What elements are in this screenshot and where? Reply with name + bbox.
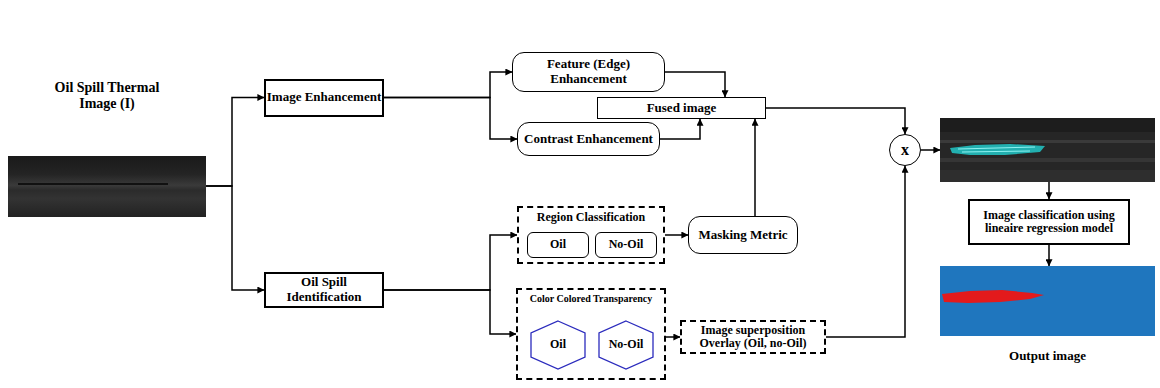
- hexagon-shape: [599, 321, 653, 369]
- flow-connector: [766, 108, 905, 134]
- node-text: Feature (Edge) Enhancement: [513, 57, 664, 86]
- class-hexagon: Oil: [530, 320, 586, 370]
- flow-connector: [1048, 245, 1050, 266]
- result-box: Fused image: [597, 97, 766, 119]
- class-hexagon: No-Oil: [598, 320, 654, 370]
- node-text: Image classification using lineaire regr…: [979, 209, 1119, 236]
- process-box: Image Enhancement: [264, 79, 384, 117]
- node-text: Image superposition Overlay (Oil, no-Oil…: [682, 324, 824, 351]
- node-text: No-Oil: [609, 338, 644, 351]
- flow-connector: [206, 98, 264, 187]
- node-text: Region Classification: [537, 211, 645, 224]
- flow-arrow: [921, 149, 940, 151]
- thermal-streak: [18, 183, 168, 185]
- node-text: Color Colored Transparency: [530, 293, 652, 304]
- flow-connector: [666, 336, 680, 338]
- hexagon-shape: [531, 321, 585, 369]
- flow-connector: [384, 290, 516, 334]
- node-text: Oil Spill Identification: [266, 275, 382, 304]
- flow-connector: [206, 186, 264, 290]
- node-text: Contrast Enhancement: [524, 132, 653, 147]
- flow-connector: [384, 98, 517, 140]
- node-text: Oil Spill Thermal Image (I): [42, 80, 172, 111]
- process-box: Masking Metric: [688, 216, 798, 254]
- process-box: Feature (Edge) Enhancement: [512, 52, 665, 92]
- overlay-thermal-image: [940, 118, 1155, 182]
- node-text: Oil: [550, 238, 566, 251]
- multiply-circle: x: [889, 134, 921, 166]
- flow-connector: [754, 119, 756, 216]
- input-thermal-image: Oil Spill Thermal Image (I): [8, 80, 206, 217]
- output-image: Output image: [940, 266, 1155, 364]
- classified-picture: [940, 266, 1155, 336]
- flow-connector: [665, 72, 725, 97]
- process-box: Oil Spill Identification: [264, 272, 384, 308]
- oil-blob: [942, 290, 1044, 303]
- flow-connector: [826, 166, 905, 337]
- group-box: Region ClassificationOil No-Oil: [517, 206, 665, 264]
- node-text: Image Enhancement: [267, 90, 381, 105]
- thermal-picture: [8, 156, 206, 217]
- flow-connector: [384, 72, 512, 98]
- flow-connector: [665, 234, 688, 236]
- node-text: x: [901, 141, 909, 159]
- flow-connector: [384, 235, 517, 290]
- node-text: Oil: [550, 338, 566, 351]
- node-text: Output image: [1009, 349, 1086, 364]
- process-box: Image classification using lineaire regr…: [968, 199, 1130, 245]
- group-box: Color Colored TransparencyOil No-Oil: [516, 288, 666, 380]
- process-box: Contrast Enhancement: [517, 122, 660, 156]
- class-box: Oil: [527, 232, 589, 258]
- overlay-box: Image superposition Overlay (Oil, no-Oil…: [680, 320, 826, 354]
- node-text: Masking Metric: [698, 228, 787, 243]
- class-box: No-Oil: [595, 232, 657, 258]
- flow-connector: [660, 119, 700, 139]
- oil-region: [940, 266, 1155, 336]
- flow-arrow: [1048, 182, 1050, 199]
- node-text: No-Oil: [609, 238, 644, 251]
- node-text: Fused image: [647, 101, 717, 116]
